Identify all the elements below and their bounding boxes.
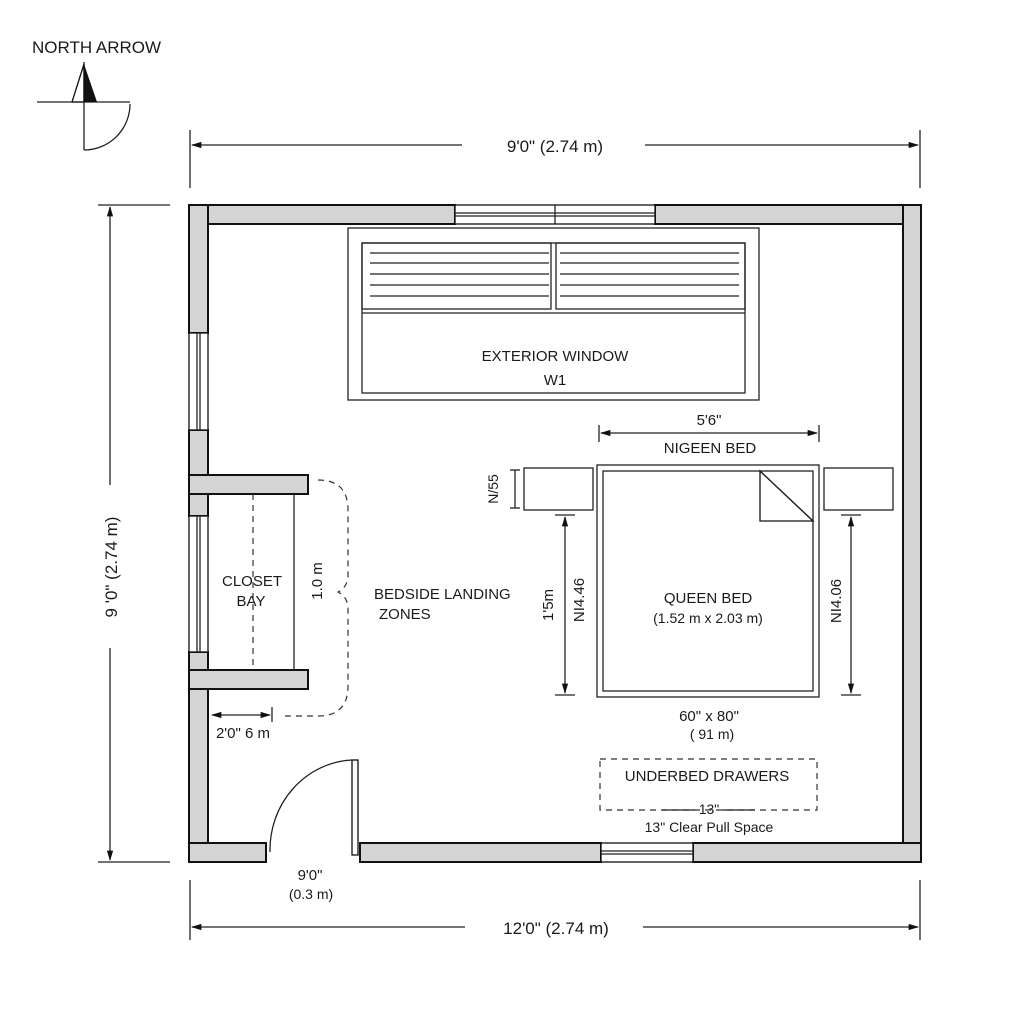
north-arrow-label: NORTH ARROW bbox=[32, 38, 161, 57]
top-wall-right bbox=[654, 204, 922, 225]
pull-space-label: 13" Clear Pull Space bbox=[645, 819, 774, 835]
bed-left-height-label: 1'5m bbox=[540, 589, 557, 621]
bottom-wall-right bbox=[692, 842, 922, 863]
closet-depth-label: 1.0 m bbox=[309, 562, 326, 600]
left-window-upper bbox=[188, 332, 209, 431]
window-name-label: EXTERIOR WINDOW bbox=[482, 348, 630, 365]
bed-size-imperial-label: 60" x 80" bbox=[679, 708, 739, 725]
bedside-label-line1: BEDSIDE LANDING bbox=[374, 586, 511, 603]
top-window bbox=[454, 204, 656, 225]
top-dimension: 9'0" (2.74 m) bbox=[189, 130, 921, 188]
right-wall bbox=[902, 204, 922, 863]
door: 9'0" (0.3 m) bbox=[269, 759, 359, 902]
bed-size-metric-label: ( 91 m) bbox=[690, 726, 734, 742]
bed-right-side-label: NI4.06 bbox=[828, 579, 845, 623]
bottom-wall-mid bbox=[359, 842, 602, 863]
exterior-window-unit: EXTERIOR WINDOW W1 bbox=[347, 227, 760, 401]
bottom-dimension: 12'0" (2.74 m) bbox=[189, 880, 921, 940]
bed-width-label: 5'6" bbox=[697, 412, 722, 429]
door-width-label: 9'0" bbox=[298, 867, 323, 884]
closet-width-label: 2'0" 6 m bbox=[216, 725, 270, 742]
bed-width-dimension: 5'6" NIGEEN BED bbox=[598, 412, 820, 457]
closet-partition-top bbox=[188, 474, 309, 495]
top-width-label: 9'0" (2.74 m) bbox=[507, 137, 603, 156]
door-width-metric-label: (0.3 m) bbox=[289, 886, 333, 902]
drawer-clearance-label: 13" bbox=[699, 801, 720, 817]
bedside-label-line2: ZONES bbox=[379, 606, 431, 623]
closet-label-line1: CLOSET bbox=[222, 573, 282, 590]
bottom-window bbox=[600, 842, 694, 863]
bed-right-dimension: NI4.06 bbox=[828, 514, 861, 696]
bottom-width-label: 12'0" (2.74 m) bbox=[503, 919, 609, 938]
nightstand-right bbox=[823, 467, 894, 511]
north-arrow-icon bbox=[37, 62, 131, 151]
underbed-drawers: UNDERBED DRAWERS 13" 13" Clear Pull Spac… bbox=[599, 758, 818, 835]
bed-left-side-label: NI4.46 bbox=[571, 578, 588, 622]
bed-left-dimensions: 1'5m NI4.46 bbox=[540, 514, 588, 696]
bedside-landing-zone: BEDSIDE LANDING ZONES bbox=[280, 479, 511, 717]
nightstand-left bbox=[523, 467, 594, 511]
nightstand-left-dimension: N/55 bbox=[485, 469, 520, 509]
nightstands-label: NIGEEN BED bbox=[664, 440, 757, 457]
closet-bay: CLOSET BAY 1.0 m bbox=[222, 494, 326, 670]
window-id-label: W1 bbox=[544, 372, 567, 389]
nightstand-left-label: N/55 bbox=[485, 474, 501, 504]
north-arrow: NORTH ARROW bbox=[32, 38, 161, 151]
bed-metric-label: (1.52 m x 2.03 m) bbox=[653, 610, 763, 626]
left-window-lower bbox=[188, 515, 209, 653]
left-wall-upper bbox=[188, 204, 209, 334]
closet-partition-bottom bbox=[188, 669, 309, 690]
bed-name-label: QUEEN BED bbox=[664, 590, 753, 607]
top-wall-left bbox=[188, 204, 456, 225]
closet-label-line2: BAY bbox=[237, 593, 266, 610]
left-height-label: 9 '0" (2.74 m) bbox=[102, 517, 121, 618]
drawers-label: UNDERBED DRAWERS bbox=[625, 768, 789, 785]
closet-width-dimension: 2'0" 6 m bbox=[210, 707, 273, 742]
bottom-wall-left bbox=[188, 842, 267, 863]
walls bbox=[188, 204, 922, 863]
left-dimension: 9 '0" (2.74 m) bbox=[98, 204, 170, 863]
left-wall-mid bbox=[188, 429, 209, 517]
queen-bed: QUEEN BED (1.52 m x 2.03 m) bbox=[596, 464, 820, 698]
